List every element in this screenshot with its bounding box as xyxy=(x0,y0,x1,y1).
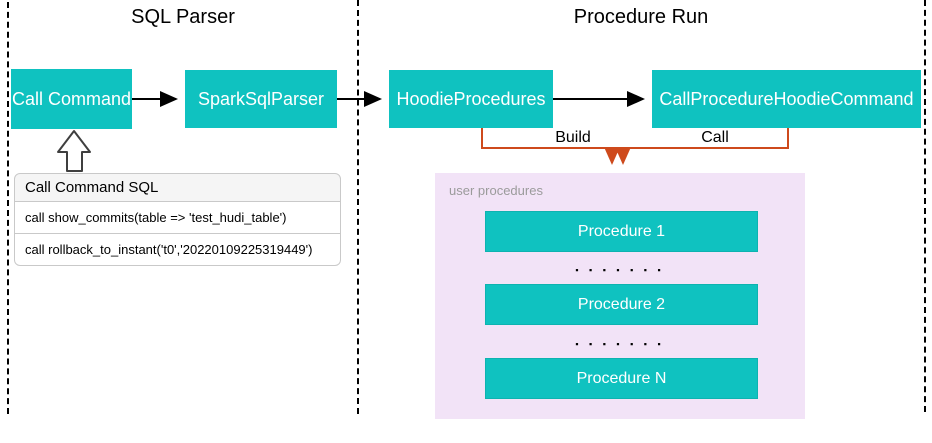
procedure-2-box: Procedure 2 xyxy=(485,284,758,325)
procedure-run-section-title: Procedure Run xyxy=(573,6,709,28)
sql-panel-header: Call Command SQL xyxy=(14,173,341,202)
node-spark-sql-parser-label: SparkSqlParser xyxy=(197,88,325,109)
node-call-procedure-hoodie-command-label: CallProcedureHoodieCommand xyxy=(659,88,914,109)
user-procedures-label: user procedures xyxy=(449,183,543,198)
procedure-2-label: Procedure 2 xyxy=(577,295,666,313)
node-call-procedure-hoodie-command: CallProcedureHoodieCommand xyxy=(652,70,921,128)
procedure-1-label: Procedure 1 xyxy=(577,222,666,240)
sql-example-row: call rollback_to_instant('t0','202201092… xyxy=(14,233,341,266)
call-command-sql-panel: Call Command SQL call show_commits(table… xyxy=(14,173,341,266)
middle-dashed-border xyxy=(357,0,359,414)
ellipsis-dots: ▪ ▪ ▪ ▪ ▪ ▪ ▪ xyxy=(575,339,665,349)
build-edge-label: Build xyxy=(540,129,606,147)
node-hoodie-procedures: HoodieProcedures xyxy=(389,70,553,128)
up-block-arrow-icon xyxy=(57,130,91,172)
node-call-command: Call Command xyxy=(11,69,132,129)
procedure-1-box: Procedure 1 xyxy=(485,211,758,252)
ellipsis-dots: ▪ ▪ ▪ ▪ ▪ ▪ ▪ xyxy=(575,265,665,275)
right-dashed-border xyxy=(924,0,926,412)
procedure-n-label: Procedure N xyxy=(576,369,667,387)
node-call-command-label: Call Command xyxy=(11,88,132,109)
procedure-n-box: Procedure N xyxy=(485,358,758,399)
user-procedures-container: user procedures Procedure 1 ▪ ▪ ▪ ▪ ▪ ▪ … xyxy=(435,173,805,419)
sql-example-row: call show_commits(table => 'test_hudi_ta… xyxy=(14,201,341,234)
node-spark-sql-parser: SparkSqlParser xyxy=(185,70,337,128)
sql-parser-section-title: SQL Parser xyxy=(131,6,235,28)
left-dashed-border xyxy=(7,2,9,414)
node-hoodie-procedures-label: HoodieProcedures xyxy=(396,88,546,109)
call-edge-label: Call xyxy=(682,129,748,147)
